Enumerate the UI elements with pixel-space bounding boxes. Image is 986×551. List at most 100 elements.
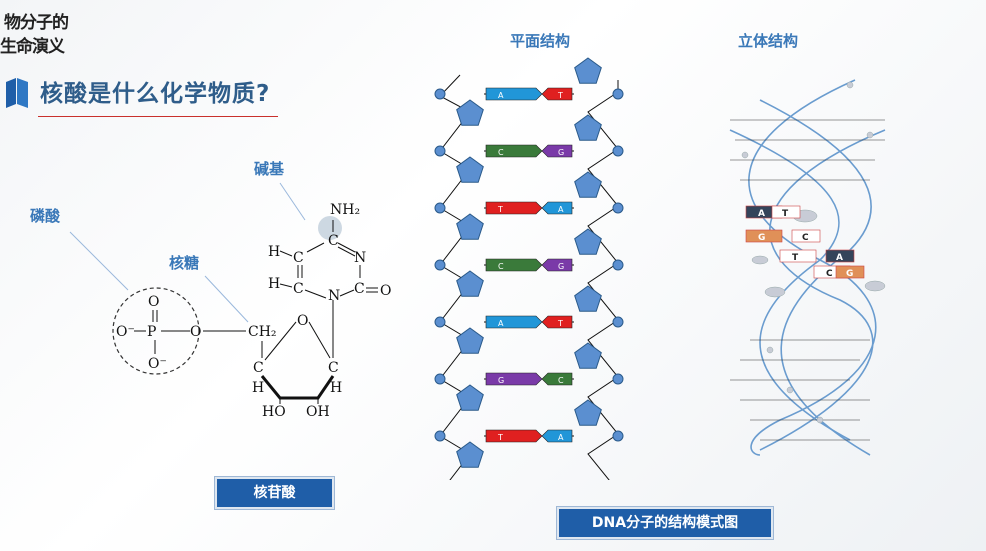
base-right: [541, 315, 573, 329]
highlight-blob: [318, 216, 342, 240]
label-base: 碱基: [254, 160, 285, 178]
base-left: [485, 372, 543, 386]
helix-base-left: [779, 249, 817, 263]
phosphate-node: [434, 373, 446, 385]
ribose-c1: C: [328, 360, 339, 376]
base-right-label: T: [557, 91, 563, 100]
sugar-pentagon: [456, 270, 484, 297]
sugar-pentagon: [574, 399, 602, 426]
base-left: [485, 315, 543, 329]
atom-o-right: O: [190, 324, 201, 340]
page-title: 核酸是什么化学物质?: [40, 81, 271, 107]
title-underline: [38, 116, 278, 117]
base-right-label: C: [558, 376, 564, 385]
phosphate-circle: [112, 287, 200, 375]
base-left-label: C: [498, 262, 504, 271]
helix-base-right-label: G: [846, 269, 853, 279]
sugar-pentagon: [456, 441, 484, 468]
base-right-label: G: [558, 148, 564, 157]
caption-dna-model: DNA分子的结构模式图: [557, 507, 773, 539]
base-left: [485, 144, 543, 158]
phosphate-node: [612, 373, 624, 385]
base-n3: N: [354, 250, 366, 266]
sugar-pentagon: [574, 57, 602, 84]
sugar-pentagon: [574, 342, 602, 369]
helix-base-left-label: C: [826, 269, 833, 279]
helix-base-right-label: C: [802, 233, 809, 243]
base-right-label: T: [557, 319, 563, 328]
sugar-pentagon: [574, 228, 602, 255]
atom-o-top: O: [148, 294, 159, 310]
base-right: [541, 429, 573, 443]
atom-o-bottom: O⁻: [148, 356, 167, 372]
sugar-pentagon: [574, 114, 602, 141]
base-right: [541, 258, 573, 272]
atom-o-left: O⁻: [116, 324, 135, 340]
atom-p: P: [147, 324, 156, 340]
helix-base-right-label: T: [782, 209, 789, 219]
base-left: [485, 87, 543, 101]
sugar-pentagon: [574, 171, 602, 198]
sugar-pentagon: [456, 384, 484, 411]
phosphate-node: [434, 145, 446, 157]
phosphate-node: [434, 316, 446, 328]
caption-nucleotide: 核苷酸: [215, 477, 334, 509]
helix-base-left-label: G: [758, 233, 765, 243]
phosphate-node: [612, 145, 624, 157]
helix-base-right: [791, 229, 821, 243]
phosphate-node: [612, 316, 624, 328]
nucleotide-structure: O P O⁻ O O⁻ CH₂ C O C H H HO OH N NH₂ C …: [69, 182, 391, 420]
phosphate-node: [612, 430, 624, 442]
book-icon: [6, 78, 28, 108]
phosphate-node: [612, 88, 624, 100]
phosphate-node: [434, 88, 446, 100]
base-right: [541, 201, 573, 215]
ribose-ho: HO: [262, 404, 286, 420]
pointer-phosphate: [69, 231, 129, 291]
ribose-h1: H: [330, 380, 342, 396]
base-right-label: A: [558, 433, 564, 442]
pointer-base: [279, 182, 306, 221]
base-left-label: T: [497, 433, 503, 442]
ribose-o: O: [297, 313, 308, 329]
sugar-pentagon: [456, 327, 484, 354]
base-h6: H: [268, 276, 280, 292]
label-sugar: 核糖: [169, 254, 200, 272]
base-c5: C: [293, 250, 304, 266]
base-o2: O: [380, 283, 391, 299]
atom-ch2: CH₂: [248, 324, 277, 340]
helix-base-left-label: A: [758, 209, 765, 219]
phosphate-node: [434, 259, 446, 271]
logo-line-1: 物分子的: [4, 13, 69, 33]
base-left-label: T: [497, 205, 503, 214]
base-left-label: A: [498, 319, 504, 328]
phosphate-node: [612, 202, 624, 214]
ribose-oh: OH: [306, 404, 330, 420]
helix-base-left-label: T: [792, 253, 799, 263]
base-left: [485, 429, 543, 443]
base-left-label: G: [498, 376, 504, 385]
base-right-label: A: [558, 205, 564, 214]
brand-logo: 物分子的 生命演义: [0, 4, 90, 60]
helix-base-right: [835, 265, 865, 279]
label-phosphate: 磷酸: [30, 207, 61, 225]
base-c2: C: [354, 281, 365, 297]
helix-base-right-label: A: [836, 253, 843, 263]
base-nh2: NH₂: [330, 202, 360, 218]
phosphate-node: [612, 259, 624, 271]
logo-line-2: 生命演义: [0, 37, 65, 57]
base-c6: C: [293, 281, 304, 297]
base-right: [541, 144, 573, 158]
base-left: [485, 201, 543, 215]
sugar-pentagon: [456, 156, 484, 183]
